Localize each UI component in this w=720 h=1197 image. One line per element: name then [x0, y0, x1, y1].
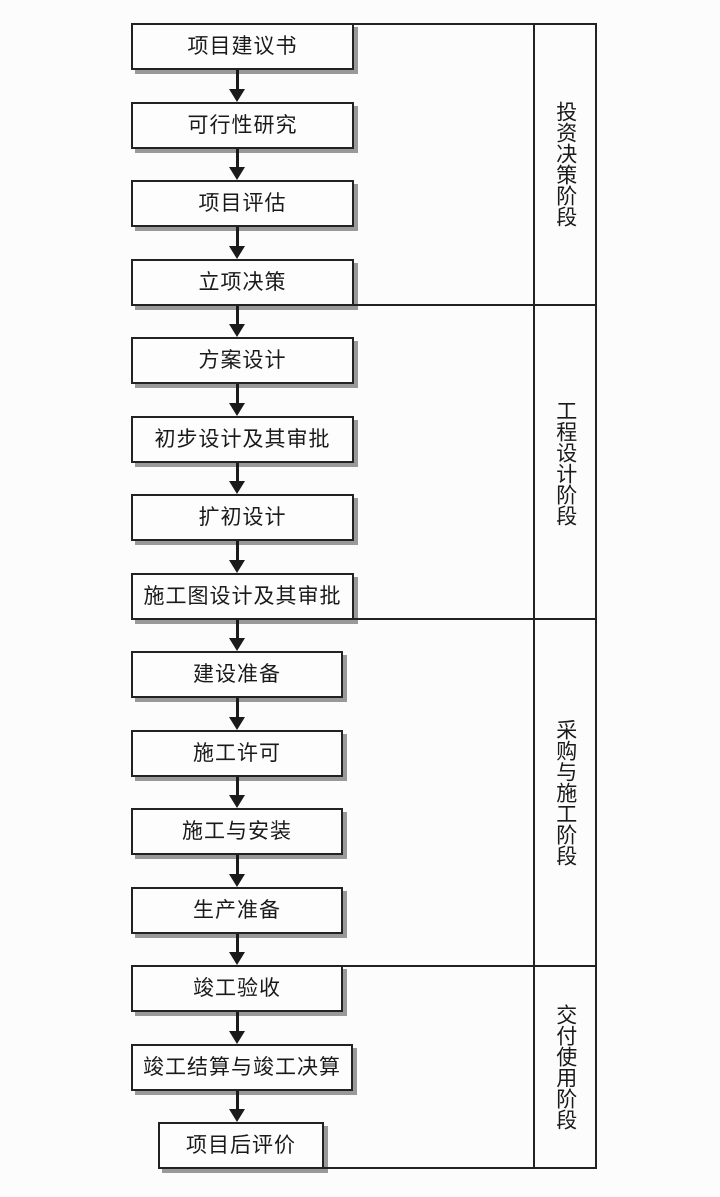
flow-step-10: 施工许可 — [131, 729, 343, 777]
phase-divider-line-2 — [354, 617, 597, 620]
phase-label: 采购与施工阶段 — [553, 718, 578, 866]
down-arrow-icon — [229, 402, 245, 416]
phase-divider-line-4 — [324, 1167, 597, 1169]
down-arrow-icon — [229, 952, 245, 965]
phase-divider-line-0 — [354, 23, 597, 25]
flow-step-5: 方案设计 — [131, 337, 354, 384]
down-arrow-icon — [229, 167, 245, 180]
down-arrow-icon — [229, 795, 245, 808]
flow-step-3: 项目评估 — [131, 180, 354, 227]
flow-connector-line — [236, 933, 239, 954]
flow-connector-line — [236, 541, 239, 562]
flow-step-6: 初步设计及其审批 — [131, 415, 354, 463]
down-arrow-icon — [229, 716, 245, 730]
phase-section-3: 采购与施工阶段 — [535, 620, 595, 966]
flow-step-9: 建设准备 — [131, 651, 343, 698]
phase-divider-line-3 — [343, 965, 597, 967]
down-arrow-icon — [229, 1109, 245, 1122]
flow-connector-line — [236, 1090, 239, 1111]
flow-step-1: 项目建议书 — [131, 23, 354, 70]
down-arrow-icon — [229, 638, 245, 651]
flow-connector-line — [236, 384, 239, 405]
flow-step-14: 竣工结算与竣工决算 — [131, 1043, 353, 1091]
phase-label: 交付使用阶段 — [553, 1004, 578, 1130]
flow-connector-line — [236, 698, 239, 719]
flow-step-15: 项目后评价 — [158, 1122, 324, 1169]
down-arrow-icon — [229, 1030, 245, 1044]
flow-step-4: 立项决策 — [131, 258, 354, 306]
flow-connector-line — [236, 305, 239, 326]
phase-section-2: 工程设计阶段 — [535, 306, 595, 620]
phase-label: 工程设计阶段 — [553, 399, 578, 526]
flow-step-12: 生产准备 — [131, 886, 343, 934]
flow-step-2: 可行性研究 — [131, 101, 354, 149]
flow-connector-line — [236, 227, 239, 248]
phase-divider-line-1 — [354, 303, 597, 306]
flow-step-13: 竣工验收 — [131, 965, 343, 1012]
down-arrow-icon — [229, 324, 245, 337]
flow-connector-line — [236, 619, 239, 640]
flow-connector-line — [236, 70, 239, 91]
down-arrow-icon — [229, 559, 245, 573]
flow-connector-line — [236, 148, 239, 169]
phase-section-4: 交付使用阶段 — [535, 965, 595, 1169]
flow-step-11: 施工与安装 — [131, 808, 343, 855]
down-arrow-icon — [229, 481, 245, 494]
flow-step-8: 施工图设计及其审批 — [131, 572, 354, 620]
flow-connector-line — [236, 1012, 239, 1033]
flow-step-7: 扩初设计 — [131, 494, 354, 541]
down-arrow-icon — [229, 245, 245, 259]
phase-section-1: 投资决策阶段 — [535, 23, 595, 306]
down-arrow-icon — [229, 88, 245, 102]
phase-column-left-border — [533, 23, 535, 1169]
flow-connector-line — [236, 855, 239, 876]
flow-connector-line — [236, 776, 239, 797]
flow-connector-line — [236, 462, 239, 483]
phase-column-right-border — [595, 23, 597, 1169]
phase-label: 投资决策阶段 — [553, 101, 578, 228]
down-arrow-icon — [229, 873, 245, 887]
